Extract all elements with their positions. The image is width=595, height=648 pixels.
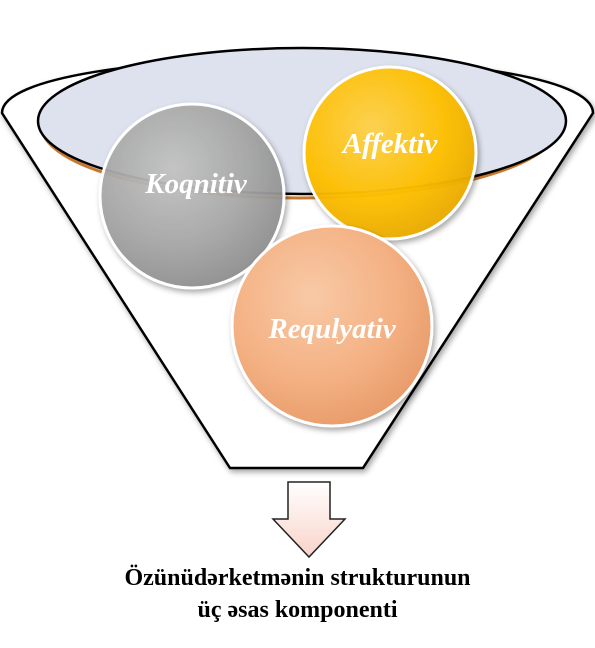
- koqnitiv-label: Koqnitiv: [144, 168, 248, 200]
- affektiv-label: Affektiv: [341, 128, 439, 160]
- diagram-caption: Özünüdərketmənin strukturunun üç əsas ko…: [0, 562, 595, 626]
- component-circle-koqnitiv: Koqnitiv: [98, 102, 286, 290]
- funnel-diagram: Koqnitiv Affektiv Requlyativ: [0, 46, 595, 559]
- component-circle-requlyativ: Requlyativ: [230, 224, 434, 428]
- requlyativ-label: Requlyativ: [267, 313, 396, 345]
- component-circle-affektiv: Affektiv: [302, 65, 478, 241]
- down-arrow: [271, 481, 347, 559]
- caption-line-1: Özünüdərketmənin strukturunun: [124, 565, 471, 591]
- caption-line-2: üç əsas komponenti: [197, 597, 398, 623]
